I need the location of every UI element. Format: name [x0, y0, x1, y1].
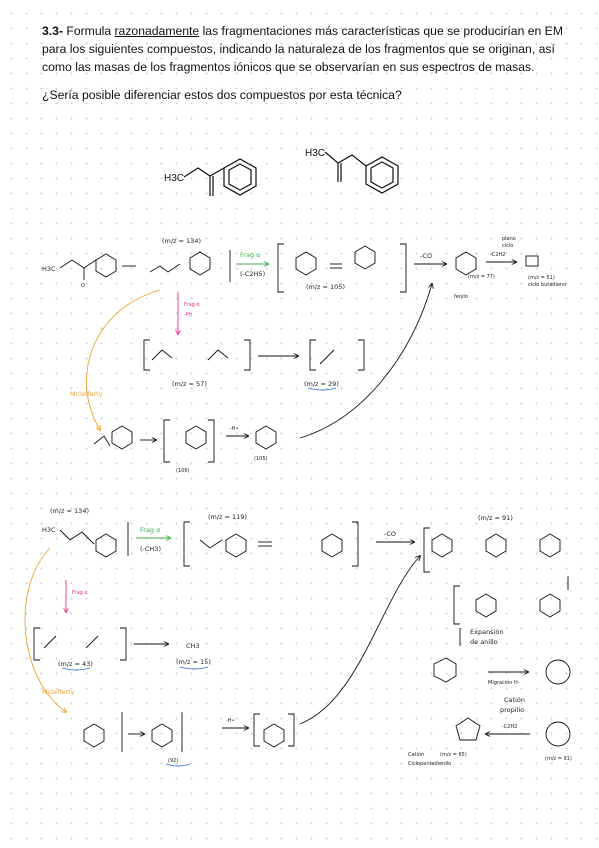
- s2-ch3: CH3: [186, 642, 200, 650]
- s2-mz-91: (m/z = 91): [478, 514, 513, 522]
- s1-minus-h: -H•: [230, 426, 239, 432]
- s2-mz-134: (m/z = 134): [50, 507, 89, 515]
- s1-fenilo: fenilo: [454, 294, 468, 300]
- s2-minus-c2h2: -C2H2: [502, 724, 517, 730]
- s2-minus-h: -H•: [226, 718, 235, 724]
- s2-mz-15: (m/z = 15): [176, 658, 211, 666]
- section1-mclafferty: Mclafferty (106) -H• (105): [70, 284, 432, 474]
- s2-expansion: Expansión: [470, 628, 503, 636]
- section2-row2: Frag α (m/z = 43) CH3 (m/z = 15) Expansi…: [33, 580, 572, 767]
- section2-mclafferty: Mclafferty (92) -H•: [24, 547, 420, 767]
- s1-mz-29: (m/z = 29): [304, 380, 339, 388]
- s2-loss-ch3: (-CH3): [140, 545, 161, 553]
- statement-after: las fragmentaciones más características …: [42, 24, 563, 74]
- s2-ciclopentadienilo: Ciclopentadienilo: [408, 761, 451, 767]
- s1-h3c: H3C: [42, 265, 56, 273]
- s1-minus-c2h2: -C2H2: [490, 252, 505, 258]
- compound-a-h3c-label: H3C: [164, 173, 184, 184]
- s2-mz-119: (m/z = 119): [208, 513, 247, 521]
- s2-de-anillo: de anillo: [470, 638, 498, 646]
- s2-migracion: Migración H-: [488, 679, 520, 686]
- s1-frag-alpha-green: Frag α: [240, 251, 260, 259]
- s2-mz-65: (m/z = 65): [440, 752, 467, 758]
- s2-mz-43: (m/z = 43): [58, 660, 93, 668]
- s1-mz-106: (106): [176, 468, 189, 474]
- s1-note-ciclobutadieno: ciclo butadieno: [528, 282, 566, 288]
- s2-mclafferty: Mclafferty: [42, 688, 75, 696]
- s1-frag-alpha-pink: Frag α: [184, 302, 200, 308]
- exercise-question: ¿Sería posible diferenciar estos dos com…: [42, 88, 402, 102]
- compound-b-h3c-label: H3C: [305, 148, 325, 159]
- s1-mz-51: (m/z = 51): [528, 275, 555, 281]
- compound-propiophenone: H3C: [164, 158, 257, 196]
- s1-note-plano: plano: [502, 236, 516, 242]
- exercise-number: 3.3-: [42, 24, 64, 38]
- compound-benzylacetone: H3C: [305, 148, 399, 194]
- s1-mz-57: (m/z = 57): [172, 380, 207, 388]
- s1-mz-77: (m/z = 77): [468, 274, 495, 280]
- s2-h3c: H3C: [42, 526, 56, 534]
- s2-mz-92: (92): [168, 758, 178, 764]
- s2-propilio: propilio: [500, 706, 524, 714]
- s1-loss-c2h5: (-C2H5): [240, 270, 265, 278]
- s1-minus-co: -CO: [420, 252, 432, 260]
- s1-note-ciclo: ciclo: [502, 243, 513, 249]
- s1-mz-105b: (105): [254, 456, 267, 462]
- exercise-statement: 3.3- Formula razonadamente las fragmenta…: [42, 22, 572, 76]
- section1-row2: Frag α -Ph (m/z = 57) (m/z = 29): [143, 292, 365, 391]
- s1-loss-ph: -Ph: [184, 312, 192, 318]
- statement-underlined-word: razonadamente: [114, 24, 200, 38]
- s2-cation-cp: Catión: [408, 751, 424, 758]
- s2-frag-alpha-pink: Frag α: [72, 590, 88, 596]
- s2-cation: Catión: [504, 696, 525, 704]
- s1-mz-134: (m/z = 134): [162, 237, 201, 245]
- s1-o: O: [81, 283, 85, 289]
- s2-minus-co: -CO: [384, 530, 396, 538]
- s2-frag-alpha-green: Frag α: [140, 526, 160, 534]
- section2-row1: (m/z = 134) H3C Frag α (-CH3) (m/z = 119…: [42, 507, 569, 625]
- section1-row1: H3C O (m/z = 134) Frag α (-C2H5) (m/z = …: [42, 236, 566, 300]
- s2-mz-91b: (m/z = 91): [545, 756, 572, 762]
- s1-mclafferty: Mclafferty: [70, 390, 103, 398]
- s1-mz-105: (m/z = 105): [306, 283, 345, 291]
- statement-before: Formula: [63, 24, 115, 38]
